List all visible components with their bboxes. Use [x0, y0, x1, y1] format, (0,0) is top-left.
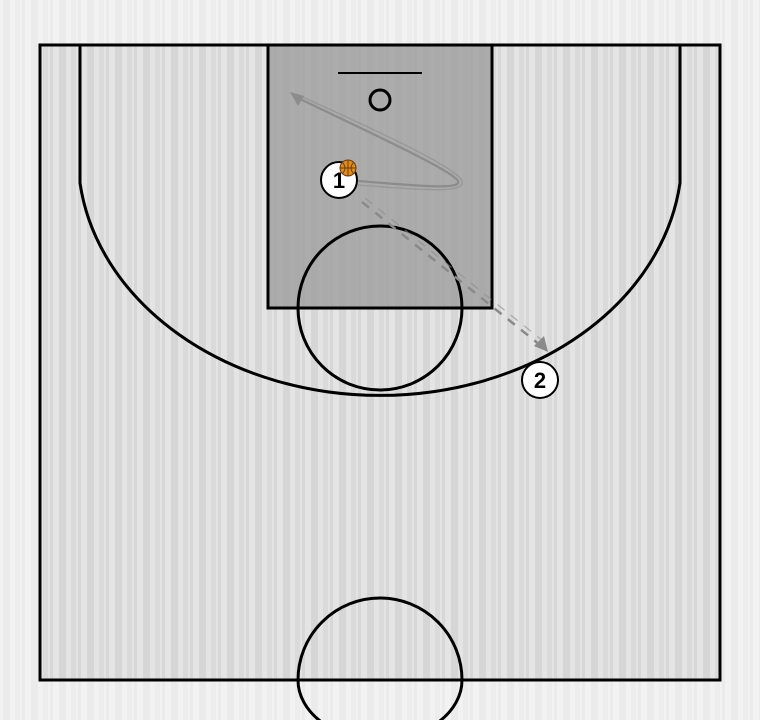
pass-arrowhead: [534, 336, 548, 352]
player-2-marker[interactable]: 2: [521, 361, 559, 399]
basketball-icon: [339, 159, 357, 177]
basket-rim: [368, 88, 392, 112]
three-point-line: [78, 45, 682, 397]
cut-arrowhead: [290, 92, 304, 106]
court-lines: [38, 43, 722, 720]
free-throw-circle: [296, 224, 464, 392]
pass-arrow: [361, 197, 548, 352]
player-2-label: 2: [534, 368, 546, 393]
player-1-label: 1: [333, 168, 345, 193]
player-1-marker[interactable]: 1: [320, 159, 358, 199]
center-circle-lower: [296, 679, 464, 720]
center-circle: [296, 596, 464, 681]
lane-lines: [266, 43, 494, 310]
cut-arrow: [290, 92, 463, 191]
